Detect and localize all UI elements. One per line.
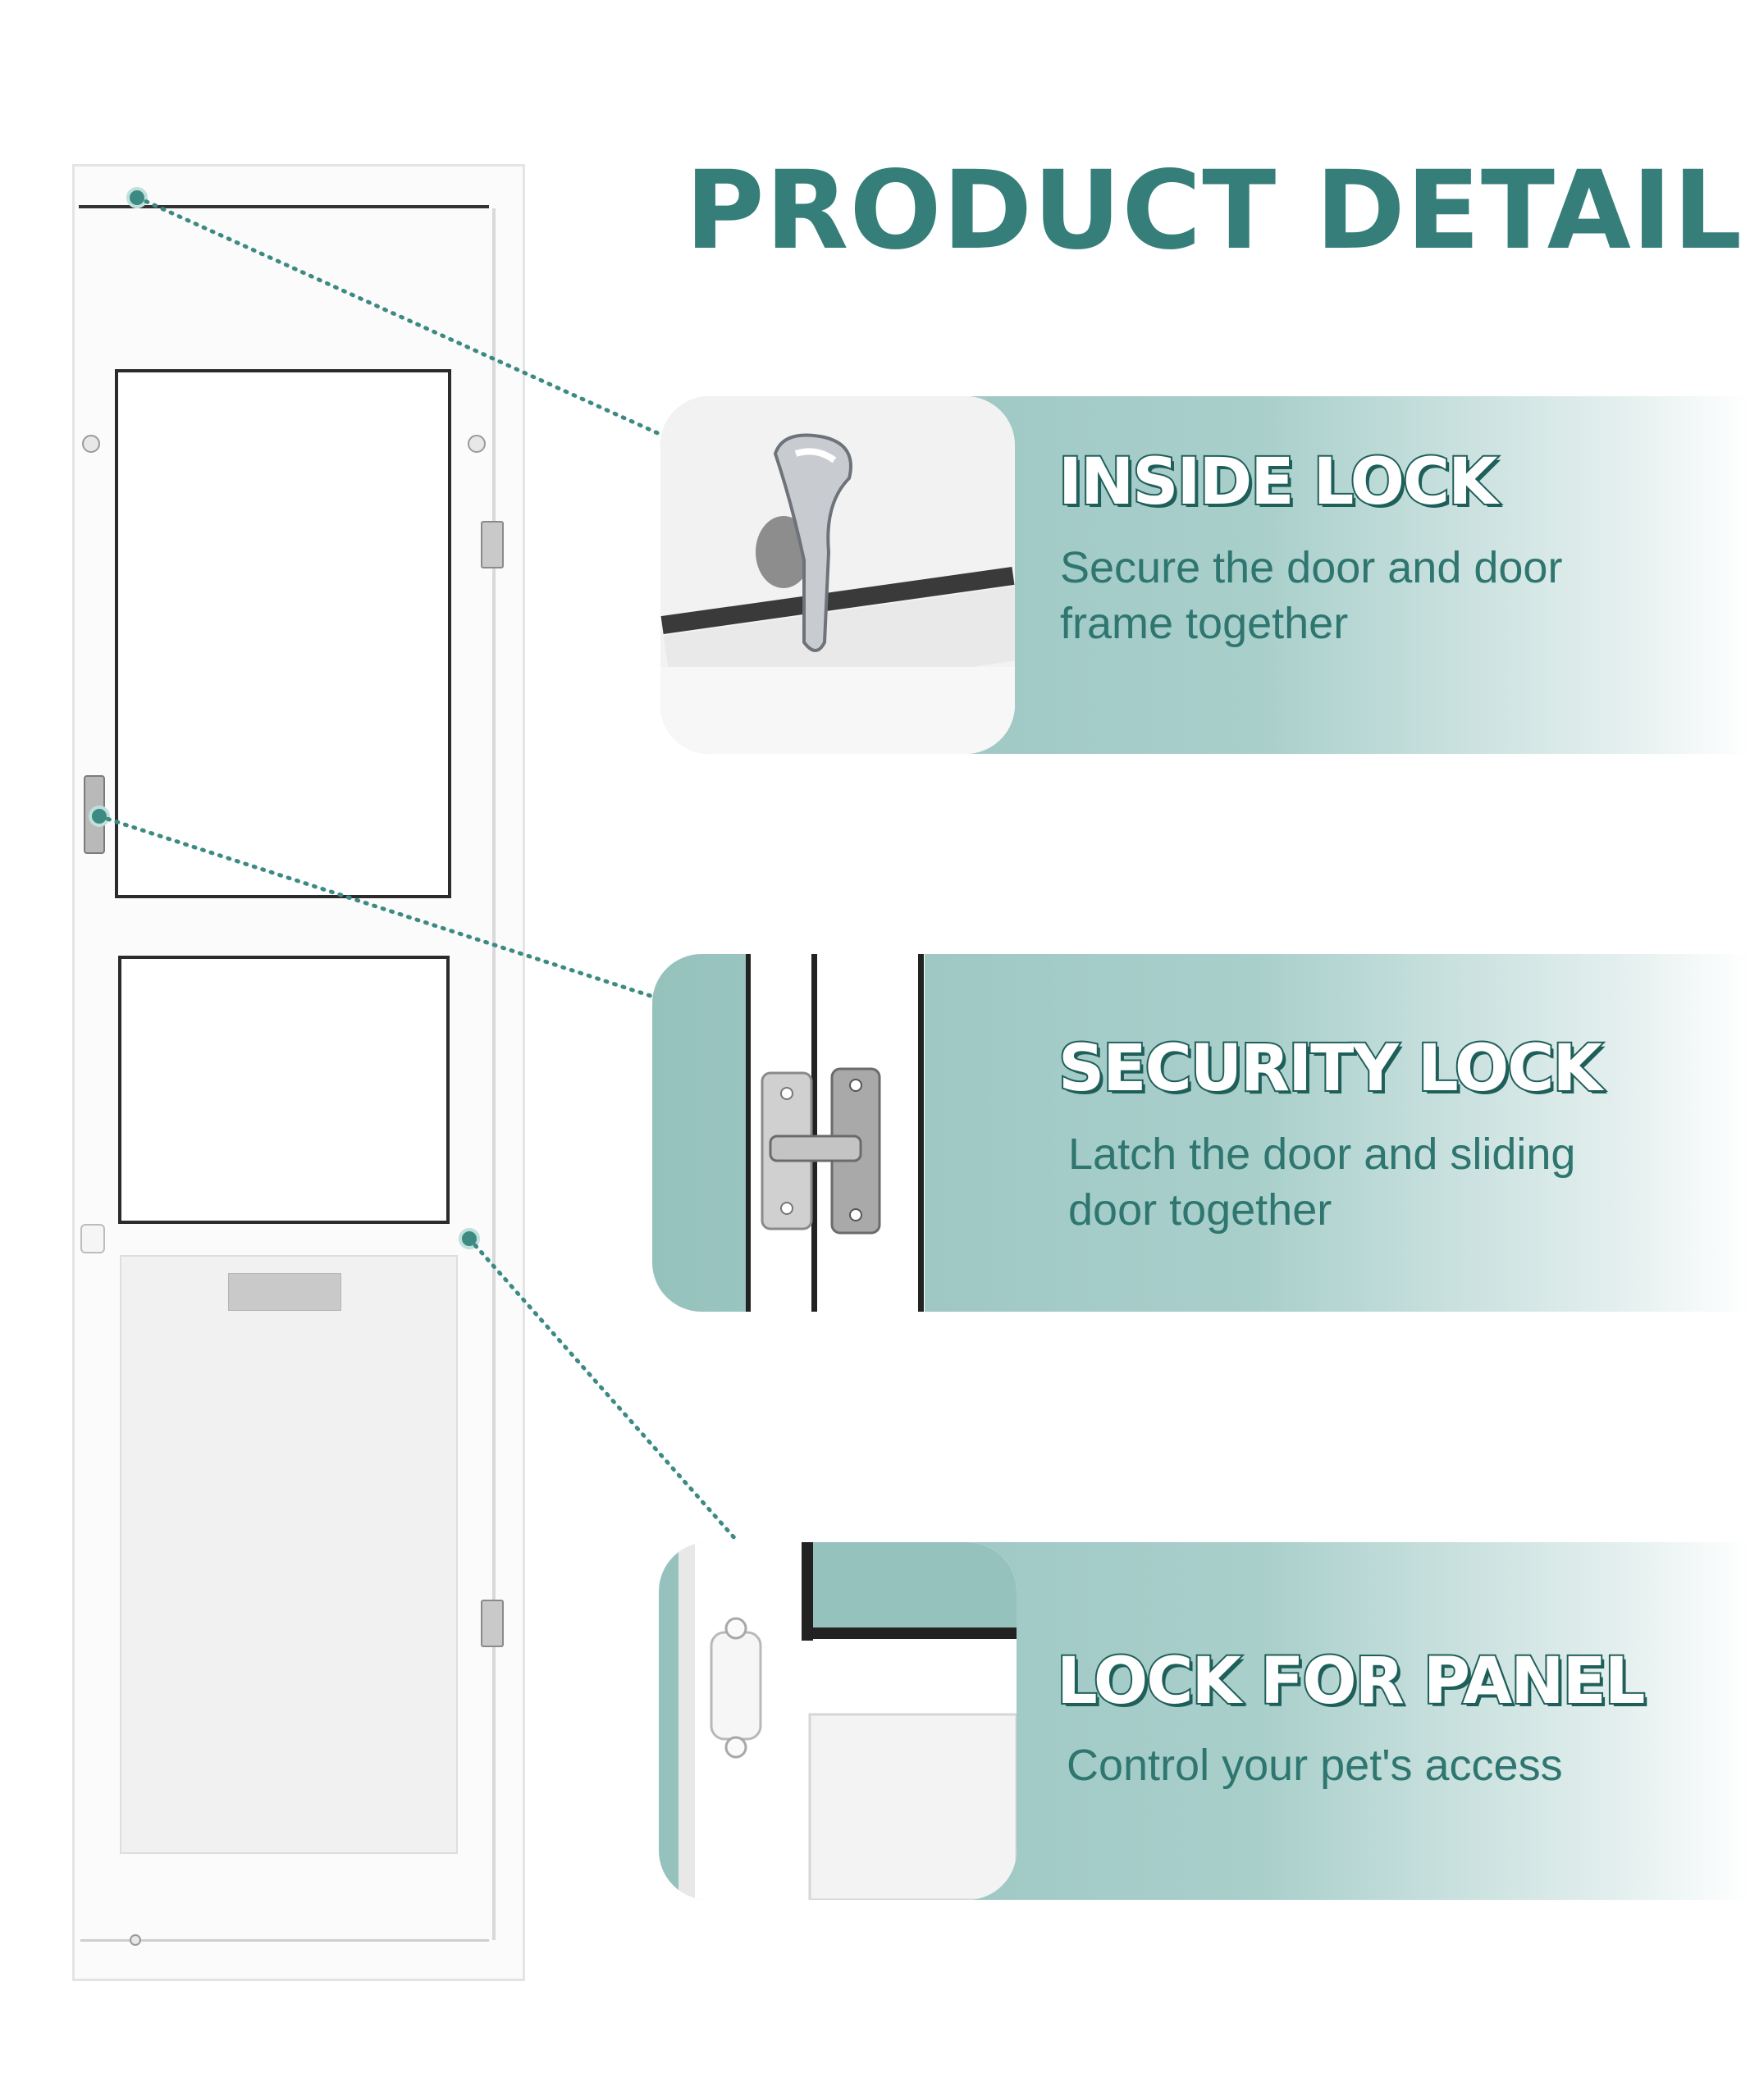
security-lock-desc-line1: Latch the door and sliding [1068, 1130, 1576, 1179]
security-lock-title: SECURITY LOCK [1057, 1030, 1604, 1107]
security-lock-desc-line2: door together [1068, 1185, 1332, 1235]
panel-clip-icon [80, 1224, 105, 1253]
panel-lock-title: LOCK FOR PANEL [1055, 1643, 1647, 1720]
panel-lock-icon [679, 1542, 1017, 1900]
inside-lock-icon [660, 396, 1015, 754]
feature-card-inside-lock: INSIDE LOCK Secure the door and door fra… [660, 396, 1750, 754]
panel-lock-desc-line1: Control your pet's access [1067, 1741, 1563, 1790]
bottom-screw-icon [130, 1934, 141, 1946]
pet-door-illustration [72, 164, 525, 1981]
security-lock-photo [746, 954, 925, 1312]
door-stile [492, 208, 496, 1940]
panel-lock-marker [459, 1228, 480, 1249]
screw-icon [468, 435, 486, 453]
inside-lock-photo [660, 396, 1015, 754]
upper-hinge-icon [481, 521, 504, 568]
security-lock-marker [89, 806, 110, 827]
feature-card-security-lock: SECURITY LOCK Latch the door and sliding… [652, 954, 1750, 1312]
inside-lock-marker [126, 187, 148, 208]
panel-lock-photo [679, 1542, 1017, 1900]
inside-lock-desc-line2: frame together [1060, 599, 1349, 648]
door-bottom-rail [80, 1939, 489, 1942]
page-title: PRODUCT DETAILS [685, 148, 1750, 274]
upper-glass-pane [115, 369, 451, 898]
pet-panel-handle [228, 1273, 341, 1311]
screw-icon [82, 435, 100, 453]
middle-glass-pane [118, 956, 450, 1224]
security-lock-icon [746, 954, 925, 1312]
lower-hinge-icon [481, 1600, 504, 1647]
inside-lock-desc-line1: Secure the door and door [1060, 543, 1563, 592]
feature-card-panel-lock: LOCK FOR PANEL Control your pet's access [659, 1542, 1750, 1900]
inside-lock-title: INSIDE LOCK [1057, 444, 1500, 521]
pet-panel [120, 1255, 458, 1854]
